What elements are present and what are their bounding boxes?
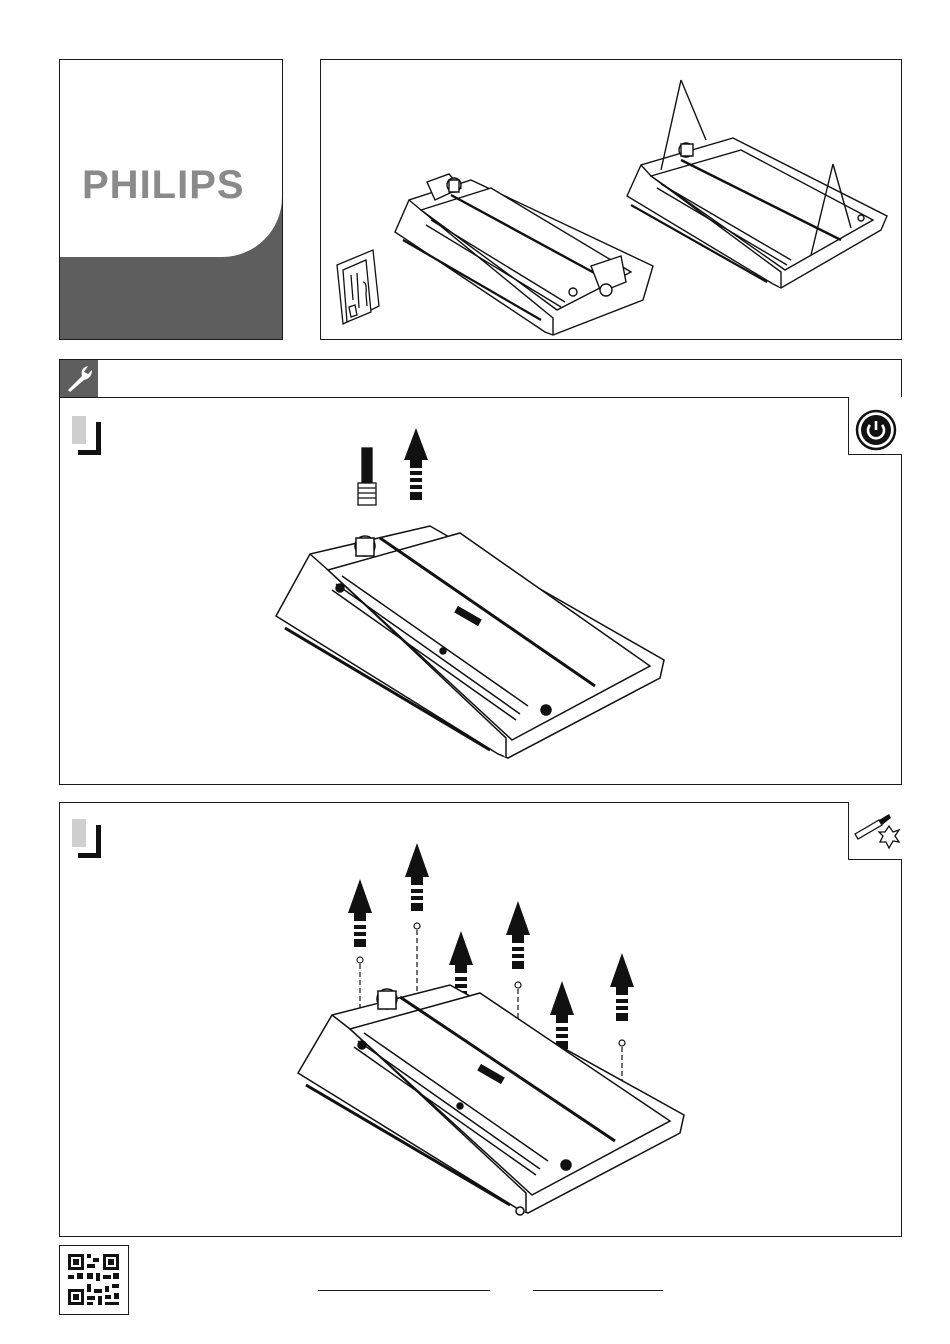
- brand-dark-band: [60, 257, 282, 340]
- step-panel-1: [59, 397, 902, 785]
- signature-line-1: [318, 1290, 490, 1291]
- signature-line-2: [533, 1290, 663, 1291]
- screw-icon: [414, 923, 420, 1003]
- disconnect-drawing: [60, 398, 903, 786]
- screw-removal-drawing: [60, 803, 903, 1238]
- up-arrow-icon: [348, 879, 372, 947]
- cable-plug-icon: [358, 448, 376, 505]
- step-panel-2: [59, 802, 902, 1237]
- philips-logo: PHILIPS: [82, 165, 245, 205]
- up-arrow-icon: [550, 981, 574, 1049]
- wrench-icon: [60, 360, 98, 398]
- up-arrow-icon: [506, 901, 530, 969]
- luminaire-icon: [276, 526, 664, 758]
- up-arrow-icon: [610, 953, 634, 1021]
- up-arrow-icon: [404, 428, 428, 500]
- brand-block: PHILIPS: [59, 59, 283, 340]
- brand-white-area: [60, 60, 282, 257]
- manual-book-icon: [337, 250, 379, 324]
- luminaire-suspended-icon: [627, 80, 887, 288]
- step-header: [59, 359, 902, 399]
- luminaire-hook-icon: [395, 174, 653, 335]
- overview-illustration: [320, 59, 902, 340]
- up-arrow-icon: [405, 843, 429, 911]
- overview-drawing: [321, 60, 903, 341]
- qr-code-icon: [59, 1245, 129, 1315]
